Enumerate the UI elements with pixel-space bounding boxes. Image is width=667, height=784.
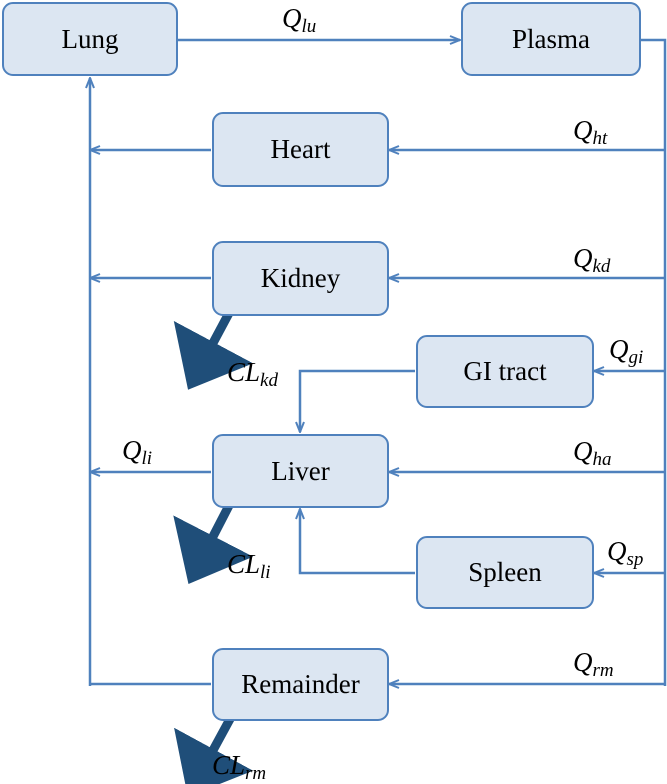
heart-label: Heart bbox=[270, 134, 331, 164]
liver-label: Liver bbox=[271, 455, 330, 486]
liver-box: Liver bbox=[212, 434, 389, 508]
remainder-box: Remainder bbox=[212, 648, 389, 721]
flow-label-q-gi: Qgi bbox=[609, 334, 644, 368]
kidney-box: Kidney bbox=[212, 241, 389, 316]
lung-label: Lung bbox=[61, 23, 119, 54]
remainder-label: Remainder bbox=[241, 669, 360, 699]
flow-lines bbox=[90, 38, 667, 686]
plasma-label: Plasma bbox=[512, 23, 590, 54]
gi-to-liver-arrow bbox=[300, 369, 415, 432]
gi-tract-box: GI tract bbox=[416, 335, 594, 408]
flow-label-q-li: Qli bbox=[122, 435, 153, 469]
plasma-box: Plasma bbox=[461, 2, 641, 76]
spleen-box: Spleen bbox=[416, 536, 594, 609]
heart-box: Heart bbox=[212, 112, 389, 187]
clearance-label-cl-kd: CLkd bbox=[227, 357, 278, 391]
kidney-label: Kidney bbox=[260, 263, 341, 293]
flow-label-q-lu: Qlu bbox=[282, 3, 317, 37]
flow-label-q-ht: Qht bbox=[573, 115, 608, 149]
clearance-label-cl-rm: CLrm bbox=[212, 750, 267, 784]
flow-label-q-sp: Qsp bbox=[607, 536, 644, 570]
spleen-label: Spleen bbox=[468, 557, 542, 587]
lung-box: Lung bbox=[2, 2, 178, 76]
clearance-label-cl-li: CLli bbox=[227, 549, 271, 583]
plasma-arterial-line bbox=[640, 38, 667, 686]
flow-label-q-kd: Qkd bbox=[573, 243, 611, 277]
spleen-to-liver-arrow bbox=[300, 509, 415, 575]
gi-tract-label: GI tract bbox=[463, 356, 547, 386]
flow-label-q-rm: Qrm bbox=[573, 647, 614, 681]
flow-label-q-ha: Qha bbox=[573, 436, 612, 470]
